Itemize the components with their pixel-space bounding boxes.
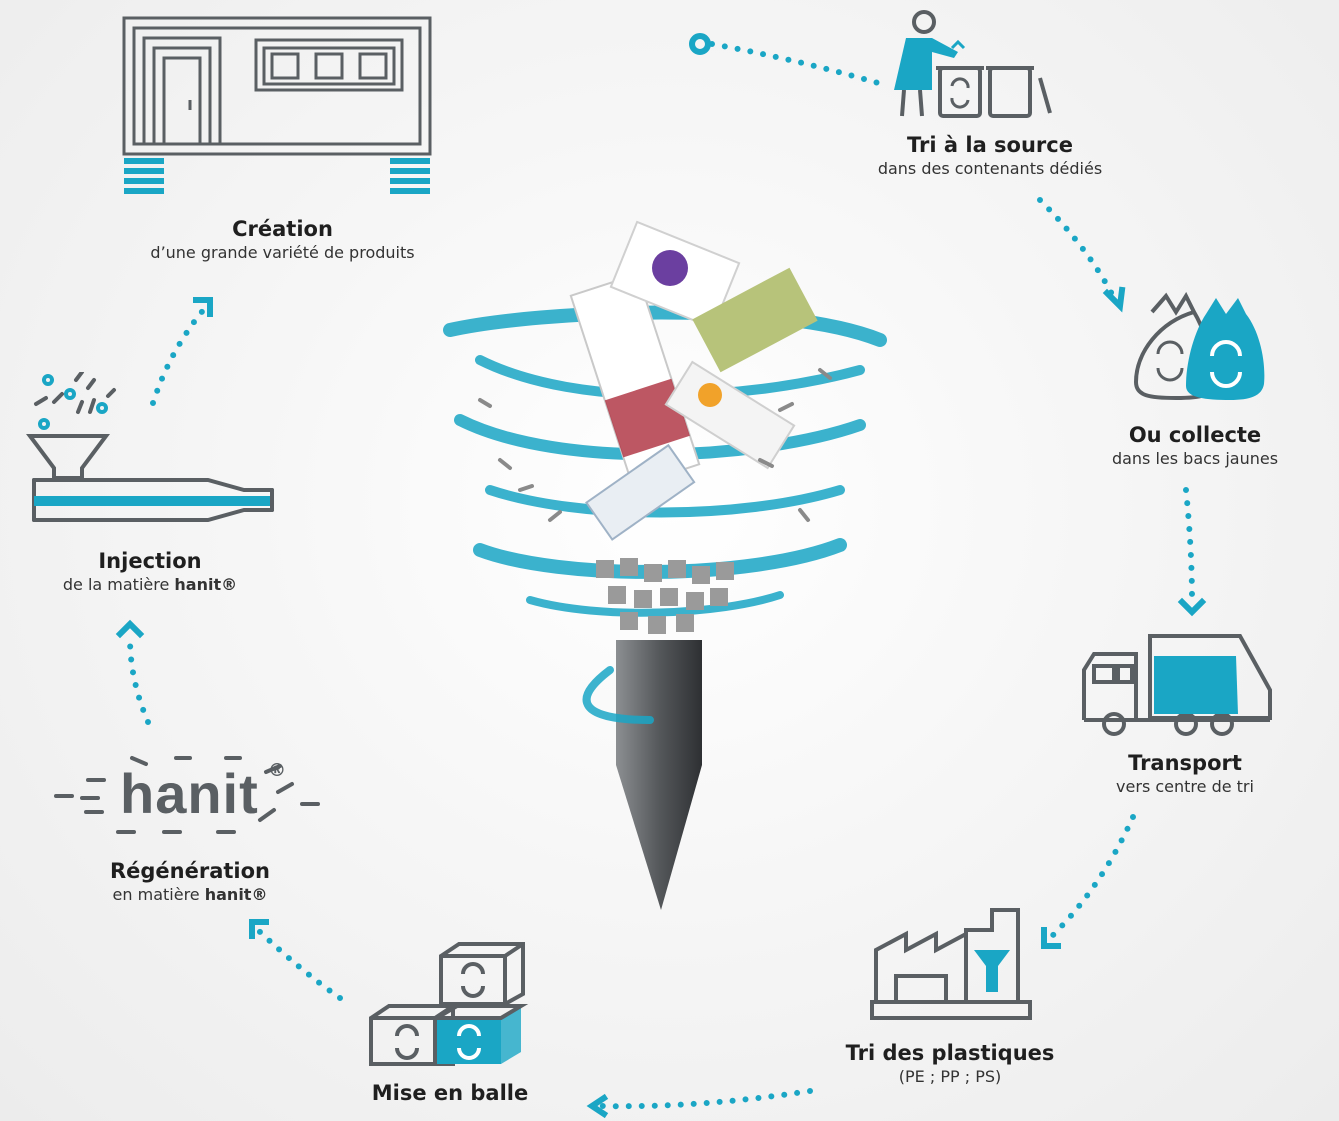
- connector-regen-to-injection: [127, 635, 151, 725]
- step-subtitle: (PE ; PP ; PS): [898, 1067, 1002, 1086]
- packaging-blue-box: [585, 443, 696, 541]
- plastic-tornado-post-icon: [443, 220, 887, 910]
- hanit-logo-icon: hanit ®: [48, 750, 328, 840]
- step-subtitle: dans les bacs jaunes: [1111, 449, 1279, 468]
- subtitle-prefix: de la matière: [62, 575, 170, 594]
- connector-collecte-to-transport: [1183, 487, 1195, 603]
- step-title: Transport: [1128, 751, 1242, 775]
- step-title: Ou collecte: [1128, 423, 1262, 447]
- connector-tri-to-balle: [597, 1088, 813, 1110]
- arrowhead-transport: [1177, 597, 1207, 617]
- step-subtitle: de la matière hanit®: [20, 574, 280, 596]
- hanit-logo-mark: ®: [268, 760, 286, 781]
- step-creation: Création d’une grande variété de produit…: [110, 216, 455, 264]
- arrowhead-regen: [249, 919, 269, 939]
- step-injection: Injection de la matière hanit®: [20, 548, 280, 596]
- person-trash-bins-icon: [894, 10, 1052, 118]
- step-title: Mise en balle: [371, 1081, 529, 1105]
- bales-icon: [369, 942, 529, 1066]
- garbage-truck-icon: [1082, 634, 1272, 736]
- step-tri-source: Tri à la source dans des contenants dédi…: [800, 132, 1180, 180]
- step-regeneration: Régénération en matière hanit®: [60, 858, 320, 906]
- connector-balle-to-regen: [255, 927, 343, 1001]
- pellet-scatter-icon: [54, 756, 320, 834]
- step-title: Tri des plastiques: [845, 1041, 1055, 1065]
- arrowhead-balle: [586, 1093, 609, 1119]
- step-title: Création: [232, 217, 333, 241]
- brand-name: hanit®: [204, 885, 268, 904]
- garbage-bags-icon: [1133, 292, 1265, 401]
- cycle-start-ring: [689, 33, 711, 55]
- step-title: Injection: [98, 549, 202, 573]
- connector-start: [709, 41, 888, 88]
- sorting-factory-icon: [870, 908, 1032, 1020]
- step-subtitle: d’une grande variété de produits: [150, 243, 415, 262]
- connector-injection-to-creation: [150, 305, 208, 406]
- metal-post: [616, 640, 702, 910]
- garden-shed-icon: [122, 16, 432, 194]
- packaging-green-sachet: [692, 267, 818, 373]
- brand-name: hanit®: [174, 575, 238, 594]
- step-subtitle: vers centre de tri: [1116, 777, 1254, 796]
- hanit-logo-text: hanit: [120, 762, 259, 825]
- step-mise-en-balle: Mise en balle: [320, 1080, 580, 1106]
- step-title: Tri à la source: [907, 133, 1073, 157]
- arrowhead-tri-plastiques: [1041, 927, 1061, 949]
- injection-machine-icon: [26, 372, 274, 522]
- step-subtitle: dans des contenants dédiés: [877, 159, 1103, 178]
- arrowhead-collecte: [1102, 286, 1126, 313]
- step-tri-plastiques: Tri des plastiques (PE ; PP ; PS): [800, 1040, 1100, 1088]
- step-transport: Transport vers centre de tri: [1060, 750, 1310, 798]
- arrowhead-injection: [115, 619, 145, 639]
- connector-transport-to-tri: [1045, 814, 1136, 943]
- step-title: Régénération: [109, 859, 271, 883]
- packaging-tube: [664, 360, 796, 470]
- step-subtitle: en matière hanit®: [60, 884, 320, 906]
- connector-tri-to-collecte: [1037, 197, 1118, 303]
- subtitle-prefix: en matière: [112, 885, 200, 904]
- arrowhead-creation: [193, 297, 213, 317]
- step-collecte: Ou collecte dans les bacs jaunes: [1060, 422, 1330, 470]
